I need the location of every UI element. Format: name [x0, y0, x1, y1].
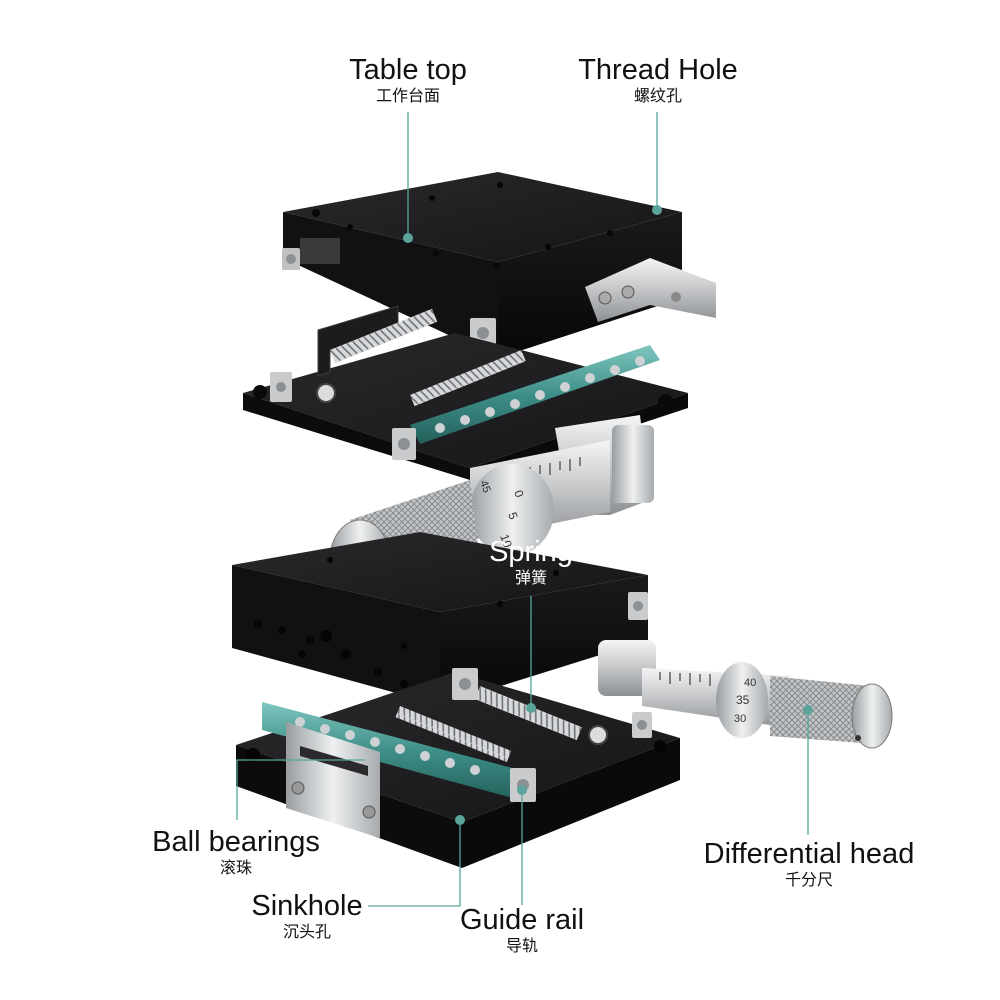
label-sinkhole: Sinkhole 沉头孔 [238, 890, 376, 942]
label-differential-head: Differential head 千分尺 [684, 838, 934, 890]
label-spring: Spring 弹簧 [478, 536, 584, 588]
guide-rail-zh: 导轨 [505, 936, 538, 955]
lower-tick-2: 30 [734, 713, 746, 725]
guide-rail-en: Guide rail [459, 904, 585, 936]
upper-tick-1: 0 [511, 488, 527, 499]
label-ball-bearings: Ball bearings 滚珠 [140, 826, 332, 878]
table-top-zh: 工作台面 [375, 86, 440, 105]
table-top-plate [282, 172, 716, 358]
label-thread-hole: Thread Hole 螺纹孔 [566, 54, 750, 106]
lower-tick-1: 35 [736, 693, 750, 707]
table-top-en: Table top [349, 54, 467, 86]
upper-tick-0: 45 [477, 479, 492, 495]
differential-head-en: Differential head [703, 838, 915, 870]
label-guide-rail: Guide rail 导轨 [446, 904, 598, 956]
ball-bearings-en: Ball bearings [152, 826, 320, 858]
spring-zh: 弹簧 [514, 568, 547, 587]
lower-table-plate [232, 532, 648, 705]
lower-micrometer: 40 35 30 [598, 640, 893, 749]
upper-tick-2: 5 [505, 510, 521, 521]
lower-tick-0: 40 [744, 677, 756, 689]
thread-hole-zh: 螺纹孔 [633, 86, 682, 105]
label-table-top: Table top 工作台面 [338, 54, 478, 106]
thread-hole-en: Thread Hole [578, 54, 738, 86]
differential-head-zh: 千分尺 [784, 870, 833, 889]
base-plate [236, 668, 680, 868]
leader-dots [403, 205, 813, 825]
ball-bearings-zh: 滚珠 [219, 858, 252, 877]
sinkhole-en: Sinkhole [251, 890, 363, 922]
leader-lines [236, 112, 809, 907]
spring-en: Spring [489, 536, 573, 568]
upper-tick-3: 10 [497, 532, 515, 550]
sinkhole-zh: 沉头孔 [282, 922, 331, 941]
